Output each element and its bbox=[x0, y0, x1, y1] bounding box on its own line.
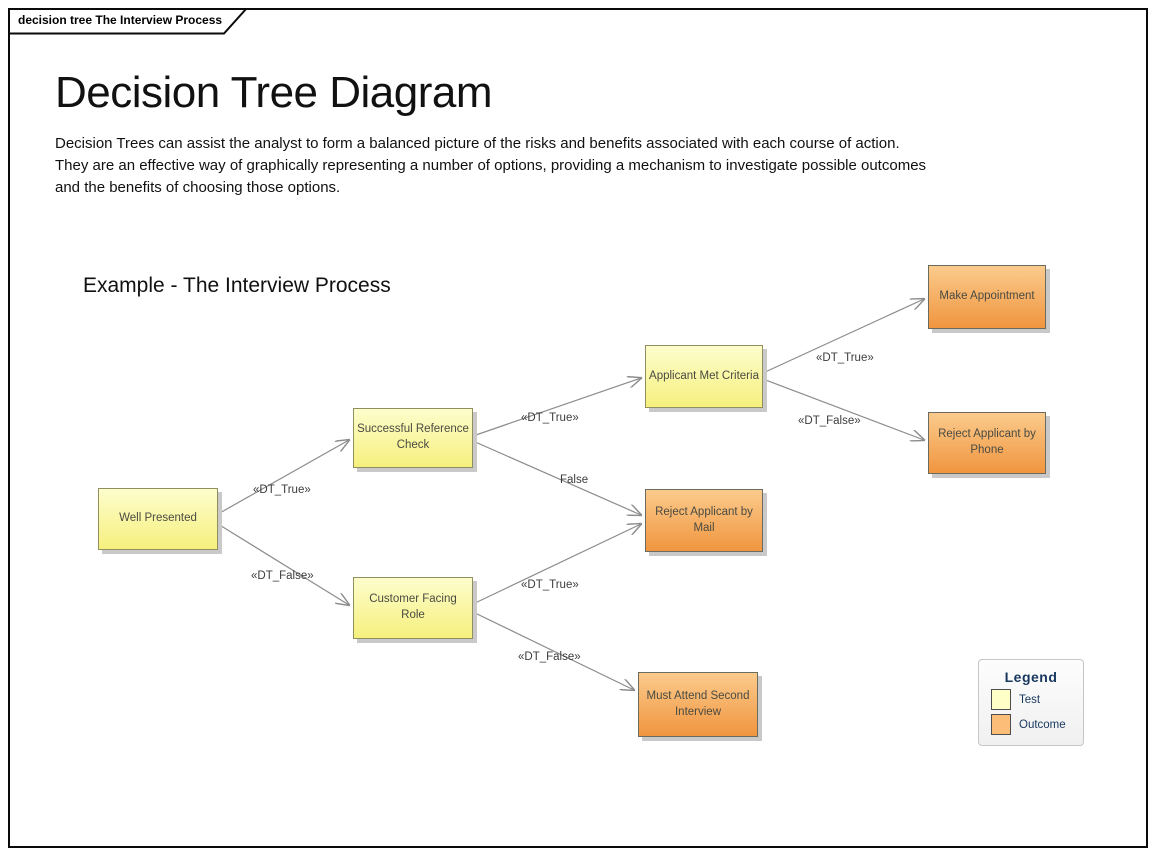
edge-label: «DT_False» bbox=[251, 570, 314, 582]
edge-customer-facing-true[interactable] bbox=[472, 524, 641, 605]
edge-label: «DT_True» bbox=[816, 352, 874, 364]
legend-item-test: Test bbox=[991, 689, 1083, 710]
legend-item-label: Test bbox=[1019, 693, 1041, 706]
node-successful-reference-check[interactable]: Successful Reference Check bbox=[353, 408, 473, 468]
frame-tab-shape bbox=[8, 8, 249, 35]
edge-label: «DT_False» bbox=[798, 415, 861, 427]
edge-well-presented-true[interactable] bbox=[217, 440, 349, 515]
node-label: Reject Applicant by Mail bbox=[655, 505, 753, 534]
legend-swatch-test bbox=[991, 689, 1011, 710]
node-must-attend-second-interview[interactable]: Must Attend Second Interview bbox=[638, 672, 758, 737]
edge-label: «DT_False» bbox=[518, 651, 581, 663]
diagram-frame-tab: decision tree The Interview Process bbox=[8, 8, 254, 35]
node-reject-applicant-by-mail[interactable]: Reject Applicant by Mail bbox=[645, 489, 763, 552]
node-well-presented[interactable]: Well Presented bbox=[98, 488, 218, 550]
edge-met-criteria-false[interactable] bbox=[762, 378, 924, 440]
legend-swatch-outcome bbox=[991, 714, 1011, 735]
legend[interactable]: Legend Test Outcome bbox=[978, 659, 1084, 746]
node-label: Make Appointment bbox=[939, 290, 1035, 303]
node-label: Well Presented bbox=[119, 512, 197, 525]
legend-title: Legend bbox=[1004, 669, 1058, 685]
edge-label: «DT_True» bbox=[253, 484, 311, 496]
edge-reference-check-false[interactable] bbox=[472, 440, 641, 515]
diagram-frame bbox=[8, 8, 1148, 848]
edge-met-criteria-true[interactable] bbox=[762, 299, 924, 374]
edge-label: «DT_True» bbox=[521, 579, 579, 591]
node-label: Must Attend Second Interview bbox=[646, 689, 750, 718]
frame-tab-label: decision tree The Interview Process bbox=[18, 13, 223, 27]
node-label: Customer Facing Role bbox=[369, 593, 457, 621]
page-title: Decision Tree Diagram bbox=[55, 68, 493, 117]
edge-label: False bbox=[560, 474, 589, 486]
legend-item-outcome: Outcome bbox=[991, 714, 1083, 735]
legend-item-label: Outcome bbox=[1019, 718, 1066, 731]
edge-reference-check-true[interactable] bbox=[472, 378, 641, 437]
node-applicant-met-criteria[interactable]: Applicant Met Criteria bbox=[645, 345, 763, 408]
node-label: Successful Reference Check bbox=[357, 423, 469, 451]
edge-well-presented-false[interactable] bbox=[217, 523, 349, 605]
edge-customer-facing-false[interactable] bbox=[472, 611, 634, 690]
example-heading: Example - The Interview Process bbox=[83, 274, 391, 297]
page-description: Decision Trees can assist the analyst to… bbox=[55, 135, 927, 196]
edge-label: «DT_True» bbox=[521, 412, 579, 424]
node-label: Applicant Met Criteria bbox=[649, 369, 759, 382]
node-label: Reject Applicant by Phone bbox=[938, 428, 1036, 456]
node-reject-applicant-by-phone[interactable]: Reject Applicant by Phone bbox=[928, 412, 1046, 474]
node-make-appointment[interactable]: Make Appointment bbox=[928, 265, 1046, 329]
node-customer-facing-role[interactable]: Customer Facing Role bbox=[353, 577, 473, 639]
